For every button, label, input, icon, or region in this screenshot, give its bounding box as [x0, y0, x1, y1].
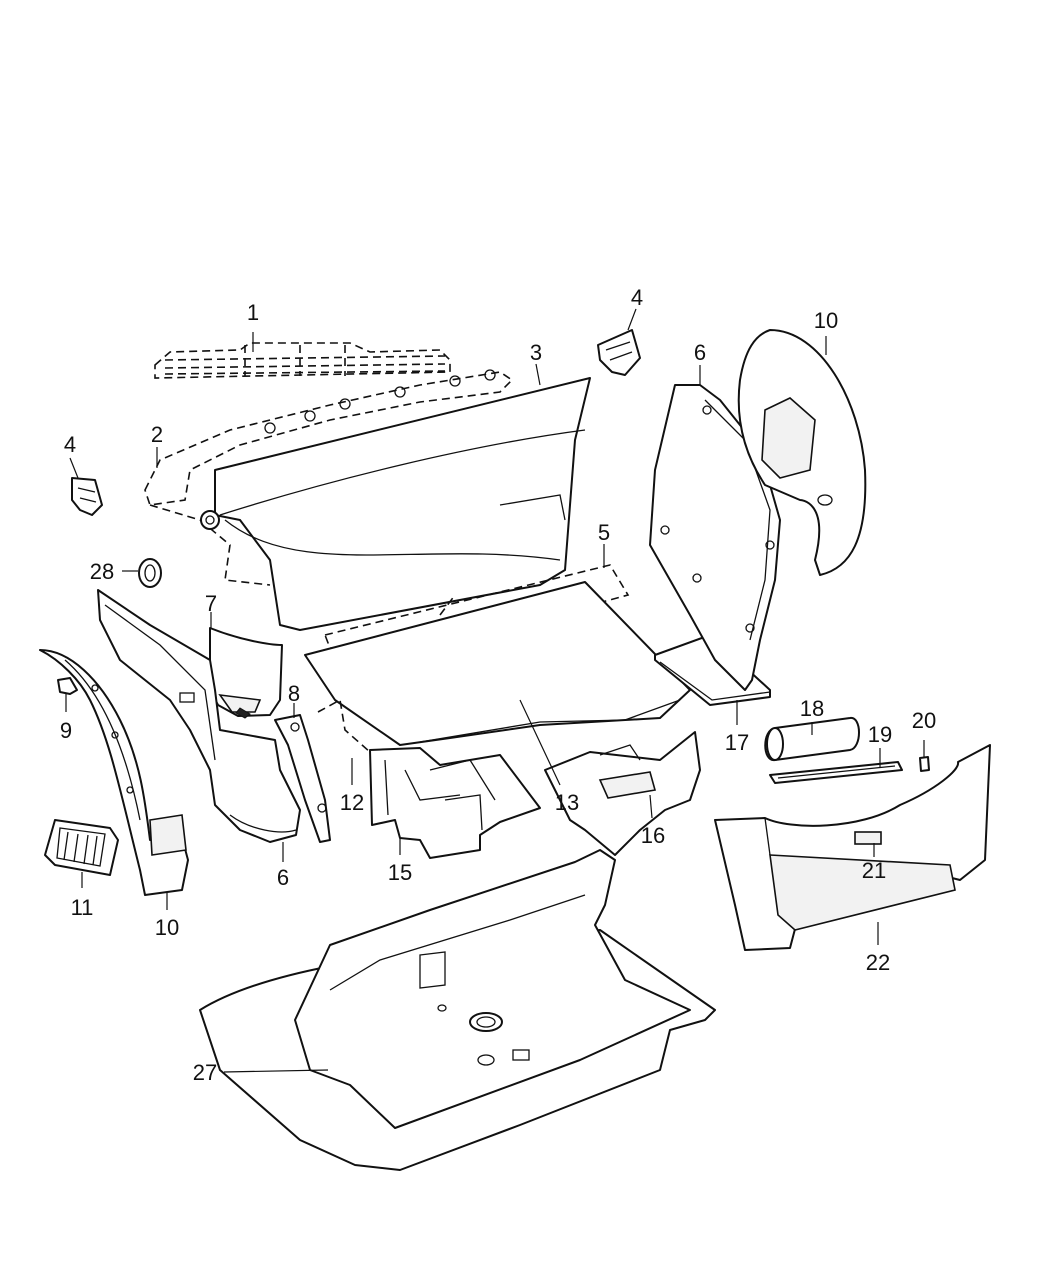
- part-13-load-floor: [304, 581, 691, 746]
- part-18-cylinder: [764, 717, 860, 761]
- part-10-quarter-trim-right: [737, 329, 867, 576]
- part-27-trunk-liner: [199, 849, 716, 1171]
- callout-12: 12: [340, 790, 364, 815]
- callout-22: 22: [866, 950, 890, 975]
- part-4-clip-left: [71, 477, 103, 516]
- callout-10-right: 10: [814, 308, 838, 333]
- part-4-clip-right: [597, 329, 641, 376]
- callout-7: 7: [205, 591, 217, 616]
- callout-13: 13: [555, 790, 579, 815]
- part-15-storage-bin: [369, 747, 541, 859]
- callout-16: 16: [641, 823, 665, 848]
- callout-4-left: 4: [64, 432, 76, 457]
- callout-4-right: 4: [631, 285, 643, 310]
- callout-9: 9: [60, 718, 72, 743]
- part-12-storage-frame: [317, 698, 401, 761]
- callout-11: 11: [71, 895, 94, 920]
- part-16-bracket: [544, 731, 701, 856]
- callout-19: 19: [868, 722, 892, 747]
- part-3-trunk-front-panel: [200, 377, 591, 631]
- part-1-rear-shelf-panel: [154, 342, 451, 379]
- part-22-rear-trim-panel: [714, 744, 991, 951]
- callout-8: 8: [288, 681, 300, 706]
- callout-1: 1: [247, 300, 259, 325]
- callout-18: 18: [800, 696, 824, 721]
- callout-10-left: 10: [155, 915, 179, 940]
- part-10-quarter-trim-left: [39, 649, 189, 896]
- callout-15: 15: [388, 860, 412, 885]
- callout-21: 21: [862, 858, 886, 883]
- part-20-clip: [919, 756, 930, 772]
- part-6-wheelhouse-trim-right: [649, 384, 781, 691]
- callout-labels: 1 2 3 4 4 5 6 6 7 8 9 10 10 11 12 13 15 …: [60, 285, 936, 1085]
- callout-27: 27: [193, 1060, 217, 1085]
- callout-28: 28: [90, 559, 114, 584]
- callout-20: 20: [912, 708, 936, 733]
- callout-2: 2: [151, 422, 163, 447]
- part-2-shelf-trim: [144, 369, 514, 586]
- callout-6-right: 6: [694, 340, 706, 365]
- part-6-wheelhouse-trim-left: [97, 589, 301, 843]
- callout-5: 5: [598, 520, 610, 545]
- callout-6-left: 6: [277, 865, 289, 890]
- part-19-sill-strip: [769, 761, 903, 784]
- callout-3: 3: [530, 340, 542, 365]
- part-8-trim-strip: [274, 714, 331, 843]
- part-28-plug: [138, 558, 162, 588]
- leader-lines: [65, 308, 925, 1073]
- callout-17: 17: [725, 730, 749, 755]
- part-7-side-trim: [209, 627, 283, 719]
- part-11-vent-grille: [44, 819, 119, 876]
- part-9-clip: [57, 677, 78, 695]
